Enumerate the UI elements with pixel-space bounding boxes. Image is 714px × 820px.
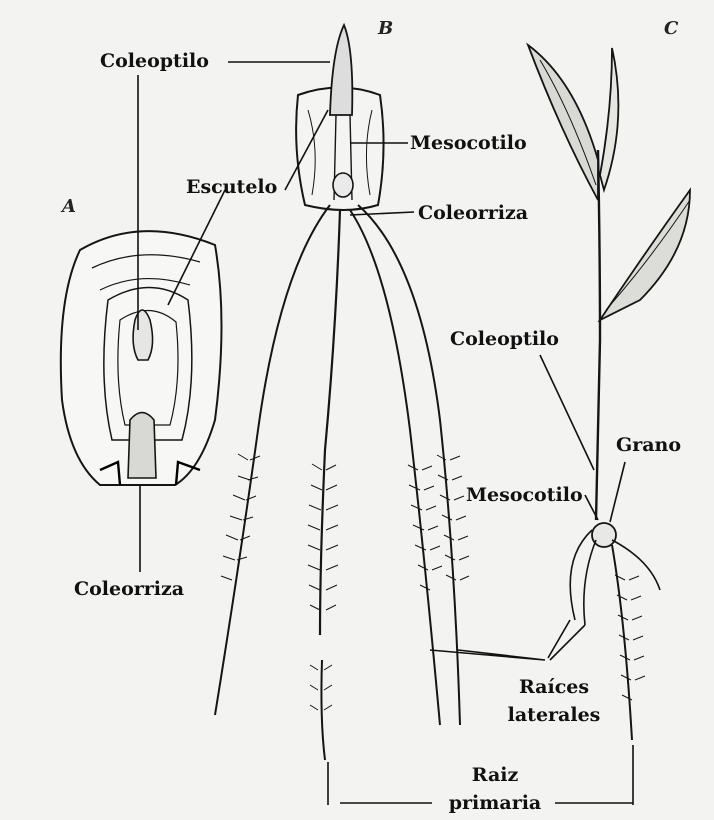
grain-c	[592, 523, 616, 547]
label-escutelo: Escutelo	[186, 176, 277, 198]
root-b-3	[350, 210, 440, 725]
label-raiz-line1: Raiz	[436, 764, 554, 786]
panel-label-c: C	[664, 18, 678, 39]
label-mesocotilo-c: Mesocotilo	[466, 484, 583, 506]
label-mesocotilo-b: Mesocotilo	[410, 132, 527, 154]
leader-coleorriza-b	[350, 212, 414, 215]
seedling-c	[528, 45, 690, 740]
label-raices-line1: Raíces	[486, 676, 622, 698]
leaf-c-1	[528, 45, 598, 200]
label-grano: Grano	[616, 434, 681, 456]
leader-coleoptilo-c	[540, 355, 594, 470]
root-b-2	[320, 210, 340, 635]
root-b-1	[215, 205, 330, 715]
label-coleorriza-a: Coleorriza	[74, 578, 184, 600]
panel-label-a: A	[62, 196, 76, 217]
leader-raices	[430, 620, 585, 660]
label-coleorriza-b: Coleorriza	[418, 202, 528, 224]
leaf-c-2	[600, 48, 618, 190]
label-coleoptilo-c: Coleoptilo	[450, 328, 559, 350]
label-raices-line2: laterales	[486, 704, 622, 726]
kernel-a	[61, 231, 222, 485]
leader-grano-c	[610, 462, 625, 522]
stem-c	[596, 150, 600, 520]
leaf-c-3	[600, 190, 690, 320]
label-raiz-line2: primaria	[436, 792, 554, 814]
panel-label-b: B	[378, 18, 393, 39]
embryo-a	[133, 310, 152, 360]
coleoptile-b	[330, 25, 352, 115]
label-coleoptilo-top: Coleoptilo	[100, 50, 209, 72]
